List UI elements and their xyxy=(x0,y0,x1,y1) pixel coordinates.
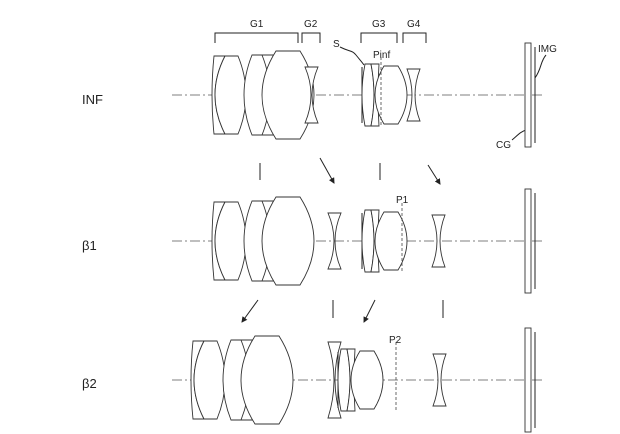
cover-glass xyxy=(524,327,532,433)
lens-g2 xyxy=(327,341,342,419)
cover-glass-label: CG xyxy=(496,140,511,151)
group-label-g3: G3 xyxy=(372,19,386,30)
lens-g1-3 xyxy=(261,196,315,286)
group-label-g2: G2 xyxy=(304,19,318,30)
lens-g1-1b xyxy=(214,55,247,135)
lens-g4 xyxy=(406,68,421,122)
g3-move-arrow xyxy=(363,299,376,323)
stop-label: S xyxy=(333,39,340,50)
lens-g3-2 xyxy=(374,65,408,125)
point-label-p2: P2 xyxy=(389,335,402,346)
lens-g2 xyxy=(327,212,342,270)
lens-g1-3 xyxy=(261,50,315,140)
bracket-g2 xyxy=(301,32,321,43)
lens-g3-2 xyxy=(374,211,408,271)
group-label-g4: G4 xyxy=(407,19,421,30)
lens-g4 xyxy=(431,214,446,268)
row-label-beta2: β2 xyxy=(82,376,97,391)
row-label-beta1: β1 xyxy=(82,238,97,253)
cover-glass xyxy=(524,188,532,294)
bracket-g3 xyxy=(360,32,398,43)
point-label-pinf: Pinf xyxy=(373,50,390,61)
stop-leader xyxy=(339,46,365,66)
lens-g4 xyxy=(432,353,447,407)
g4-move-arrow xyxy=(427,164,441,185)
g2-move-arrow xyxy=(319,157,335,184)
lens-g2 xyxy=(304,66,319,124)
lens-g3-2 xyxy=(350,350,384,410)
row-label-inf: INF xyxy=(82,92,103,107)
g1-move-arrow xyxy=(241,299,259,323)
cover-glass-leader xyxy=(511,129,527,141)
image-leader xyxy=(534,54,547,79)
lens-g1-3 xyxy=(240,335,294,425)
point-label-p1: P1 xyxy=(396,195,409,206)
image-label: IMG xyxy=(538,44,557,55)
group-label-g1: G1 xyxy=(250,19,264,30)
bracket-g1 xyxy=(214,32,299,43)
lens-g1-1b xyxy=(214,201,247,281)
lens-g1-1b xyxy=(193,340,226,420)
bracket-g4 xyxy=(402,32,427,43)
cover-glass xyxy=(524,42,532,148)
